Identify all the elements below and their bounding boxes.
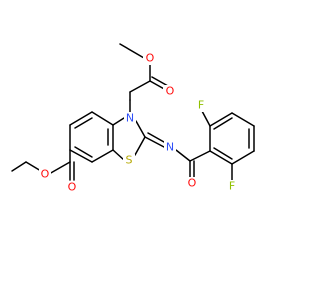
atom-label-n-imine: N <box>164 141 176 154</box>
atom-label-f-bottom: F <box>226 180 238 193</box>
atom-label-o-methoxy: O <box>143 52 155 65</box>
svg-text:S: S <box>126 154 133 167</box>
atom-label-o-carbonyl-top: O <box>163 85 175 98</box>
svg-text:O: O <box>41 168 50 181</box>
svg-text:F: F <box>229 180 235 193</box>
atom-label-s-ring: S <box>123 154 135 167</box>
benzothiazole-core <box>69 111 146 163</box>
svg-text:F: F <box>198 99 204 112</box>
imine-amide-group <box>144 132 211 179</box>
atom-label-o-amide: O <box>186 177 198 190</box>
svg-text:O: O <box>146 52 155 65</box>
atom-label-n-ring: N <box>124 112 136 125</box>
ethyl-ester-group <box>11 149 75 181</box>
svg-text:O: O <box>68 181 77 194</box>
atom-label-o-ethyl-ester: O <box>39 168 51 181</box>
atom-label-f-top: F <box>195 99 207 112</box>
svg-text:N: N <box>166 141 174 154</box>
svg-text:N: N <box>126 112 134 125</box>
svg-text:O: O <box>188 177 197 190</box>
molecule-structure-diagram: O O N S N O F F O O <box>11 43 255 194</box>
difluorophenyl-ring <box>201 110 255 181</box>
atom-label-o-ethyl-carbonyl: O <box>66 181 78 194</box>
svg-text:O: O <box>166 85 175 98</box>
methyl-ester-group <box>119 43 169 114</box>
